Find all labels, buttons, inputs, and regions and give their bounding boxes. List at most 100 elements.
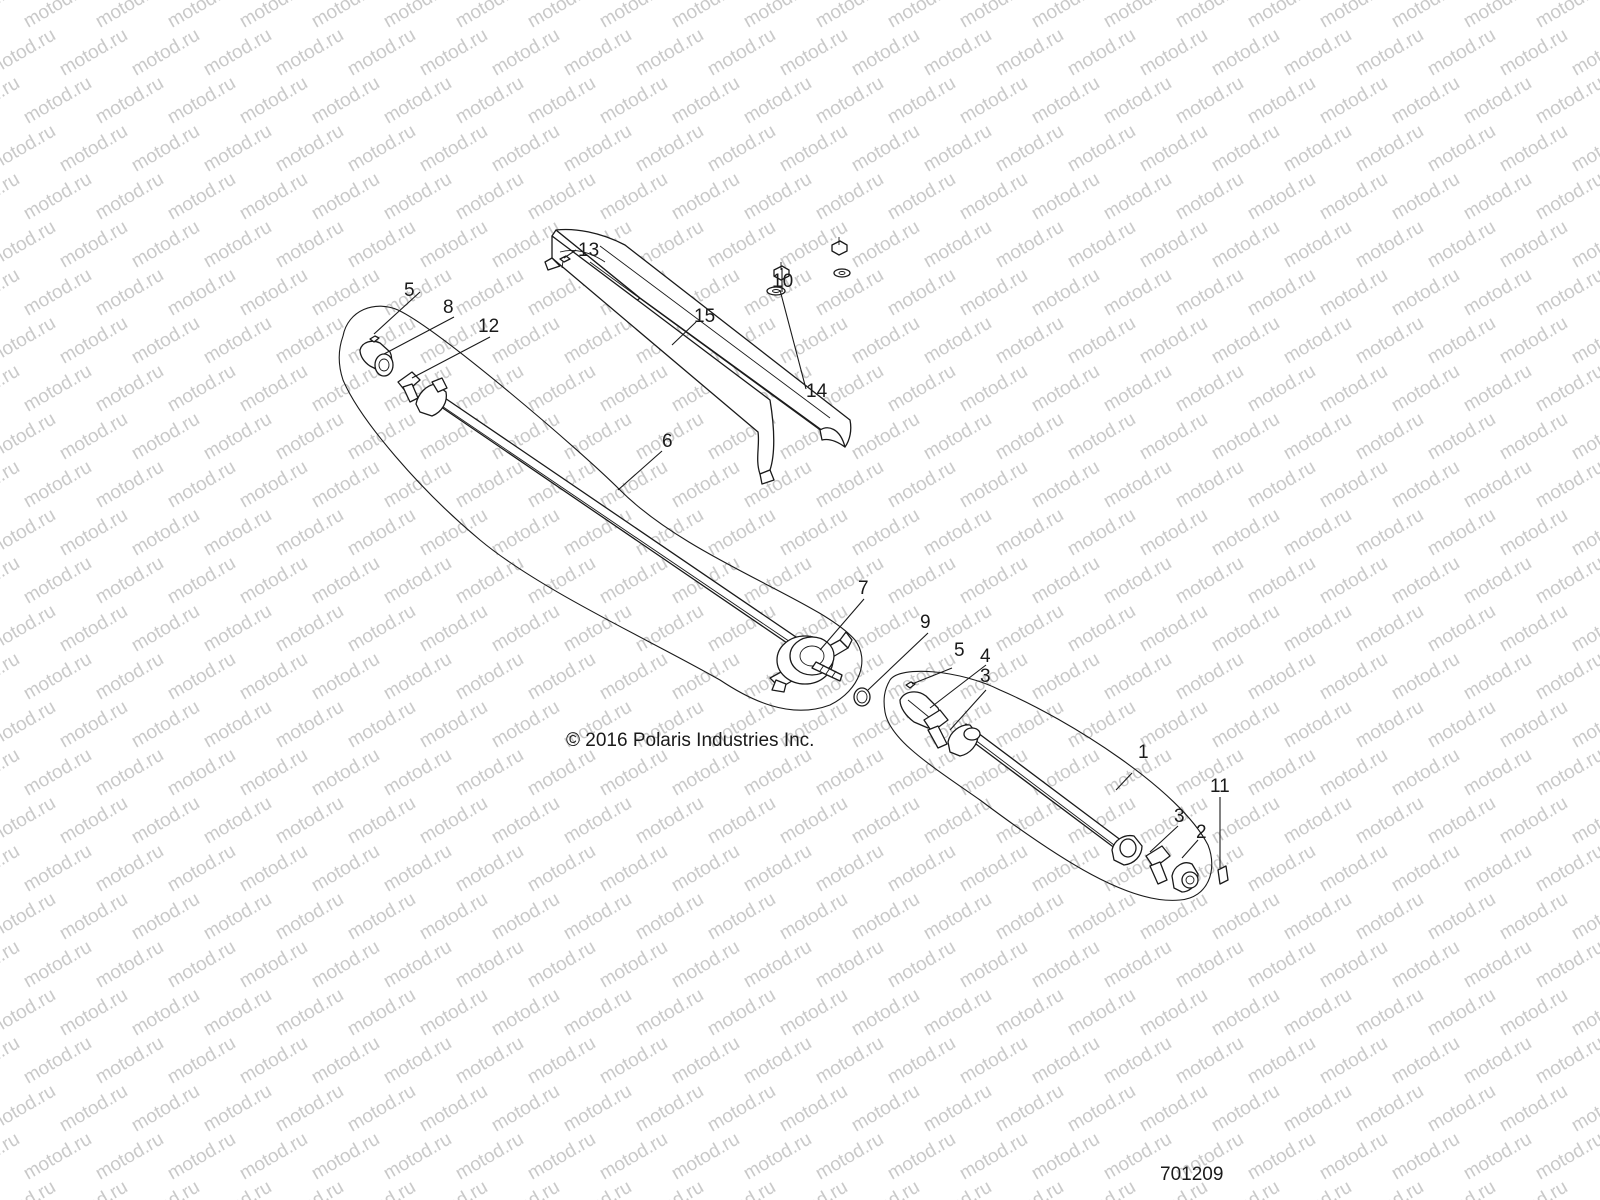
watermark-text: motod.ru bbox=[1244, 649, 1319, 705]
watermark-text: motod.ru bbox=[344, 1177, 419, 1200]
watermark-text: motod.ru bbox=[416, 889, 491, 945]
watermark-text: motod.ru bbox=[92, 649, 167, 705]
watermark-text: motod.ru bbox=[884, 361, 959, 417]
watermark-text: motod.ru bbox=[1172, 0, 1247, 32]
watermark-text: motod.ru bbox=[920, 217, 995, 273]
watermark-text: motod.ru bbox=[524, 649, 599, 705]
watermark-text: motod.ru bbox=[1568, 793, 1600, 849]
watermark-text: motod.ru bbox=[416, 409, 491, 465]
watermark-text: motod.ru bbox=[740, 0, 815, 32]
bolt-part-13 bbox=[559, 255, 571, 269]
watermark-text: motod.ru bbox=[1208, 1081, 1283, 1137]
watermark-text: motod.ru bbox=[1352, 505, 1427, 561]
watermark-text: motod.ru bbox=[1136, 1081, 1211, 1137]
watermark-text: motod.ru bbox=[1316, 745, 1391, 801]
watermark-text: motod.ru bbox=[1028, 1033, 1103, 1089]
watermark-text: motod.ru bbox=[776, 985, 851, 1041]
watermark-text: motod.ru bbox=[920, 793, 995, 849]
leader-13 bbox=[563, 249, 577, 259]
u-joint-cross-part-3 bbox=[1145, 845, 1171, 885]
watermark-text: motod.ru bbox=[128, 985, 203, 1041]
watermark-text: motod.ru bbox=[560, 313, 635, 369]
watermark-text: motod.ru bbox=[596, 169, 671, 225]
watermark-text: motod.ru bbox=[956, 265, 1031, 321]
watermark-text: motod.ru bbox=[200, 889, 275, 945]
heat-shield-part-15 bbox=[544, 228, 852, 485]
watermark-text: motod.ru bbox=[668, 1033, 743, 1089]
watermark-text: motod.ru bbox=[344, 889, 419, 945]
watermark-text: motod.ru bbox=[1172, 169, 1247, 225]
watermark-text: motod.ru bbox=[164, 937, 239, 993]
leader-lines bbox=[373, 249, 1221, 868]
watermark-text: motod.ru bbox=[560, 889, 635, 945]
watermark-text: motod.ru bbox=[1532, 457, 1600, 513]
watermark-text: motod.ru bbox=[812, 457, 887, 513]
watermark-text: motod.ru bbox=[1100, 553, 1175, 609]
watermark-text: motod.ru bbox=[1244, 73, 1319, 129]
watermark-text: motod.ru bbox=[1532, 841, 1600, 897]
watermark-text: motod.ru bbox=[632, 601, 707, 657]
watermark-text: motod.ru bbox=[848, 1081, 923, 1137]
watermark-text: motod.ru bbox=[1316, 169, 1391, 225]
watermark-text: motod.ru bbox=[848, 409, 923, 465]
watermark-text: motod.ru bbox=[1352, 697, 1427, 753]
watermark-text: motod.ru bbox=[200, 505, 275, 561]
watermark-text: motod.ru bbox=[1100, 169, 1175, 225]
watermark-text: motod.ru bbox=[272, 1081, 347, 1137]
figure-number: 701209 bbox=[1160, 1164, 1223, 1185]
watermark-text: motod.ru bbox=[956, 937, 1031, 993]
watermark-text: motod.ru bbox=[596, 361, 671, 417]
watermark-text: motod.ru bbox=[1496, 505, 1571, 561]
watermark-text: motod.ru bbox=[1208, 121, 1283, 177]
watermark-text: motod.ru bbox=[992, 25, 1067, 81]
watermark-text: motod.ru bbox=[1316, 841, 1391, 897]
watermark-text: motod.ru bbox=[92, 361, 167, 417]
watermark-text: motod.ru bbox=[596, 73, 671, 129]
watermark-text: motod.ru bbox=[452, 457, 527, 513]
watermark-text: motod.ru bbox=[632, 793, 707, 849]
roll-pin-part-11 bbox=[1217, 865, 1229, 885]
watermark-text: motod.ru bbox=[1532, 649, 1600, 705]
watermark-text: motod.ru bbox=[200, 121, 275, 177]
callout-1: 1 bbox=[1138, 742, 1149, 763]
callout-10: 10 bbox=[772, 271, 793, 292]
watermark-text: motod.ru bbox=[380, 1129, 455, 1185]
watermark-text: motod.ru bbox=[1388, 553, 1463, 609]
watermark-text: motod.ru bbox=[488, 121, 563, 177]
watermark-text: motod.ru bbox=[1352, 313, 1427, 369]
watermark-text: motod.ru bbox=[1280, 889, 1355, 945]
callout-13: 13 bbox=[578, 240, 599, 261]
watermark-text: motod.ru bbox=[308, 457, 383, 513]
watermark-text: motod.ru bbox=[0, 0, 23, 32]
watermark-text: motod.ru bbox=[0, 601, 59, 657]
watermark-text: motod.ru bbox=[956, 169, 1031, 225]
watermark-text: motod.ru bbox=[92, 1033, 167, 1089]
watermark-text: motod.ru bbox=[1028, 457, 1103, 513]
watermark-text: motod.ru bbox=[1316, 1033, 1391, 1089]
callout-labels: 1 2 3 3 4 5 5 6 7 8 9 10 11 12 13 14 15 bbox=[404, 240, 1230, 843]
watermark-text: motod.ru bbox=[704, 217, 779, 273]
watermark-text: motod.ru bbox=[1280, 505, 1355, 561]
watermark-text: motod.ru bbox=[1316, 0, 1391, 32]
watermark-text: motod.ru bbox=[1424, 25, 1499, 81]
watermark-text: motod.ru bbox=[1568, 1081, 1600, 1137]
watermark-text: motod.ru bbox=[740, 937, 815, 993]
watermark-text: motod.ru bbox=[1496, 985, 1571, 1041]
watermark-text: motod.ru bbox=[812, 745, 887, 801]
watermark-text: motod.ru bbox=[1496, 601, 1571, 657]
watermark-text: motod.ru bbox=[1064, 697, 1139, 753]
watermark-text: motod.ru bbox=[848, 217, 923, 273]
watermark-text: motod.ru bbox=[632, 985, 707, 1041]
watermark-text: motod.ru bbox=[272, 505, 347, 561]
watermark-text: motod.ru bbox=[668, 841, 743, 897]
callout-14: 14 bbox=[806, 381, 828, 402]
watermark-text: motod.ru bbox=[524, 841, 599, 897]
watermark-text: motod.ru bbox=[344, 601, 419, 657]
watermark-text: motod.ru bbox=[632, 1177, 707, 1200]
watermark-text: motod.ru bbox=[200, 697, 275, 753]
watermark-text: motod.ru bbox=[452, 265, 527, 321]
watermark-text: motod.ru bbox=[920, 985, 995, 1041]
watermark-text: motod.ru bbox=[812, 937, 887, 993]
watermark-text: motod.ru bbox=[308, 361, 383, 417]
watermark-text: motod.ru bbox=[920, 1177, 995, 1200]
